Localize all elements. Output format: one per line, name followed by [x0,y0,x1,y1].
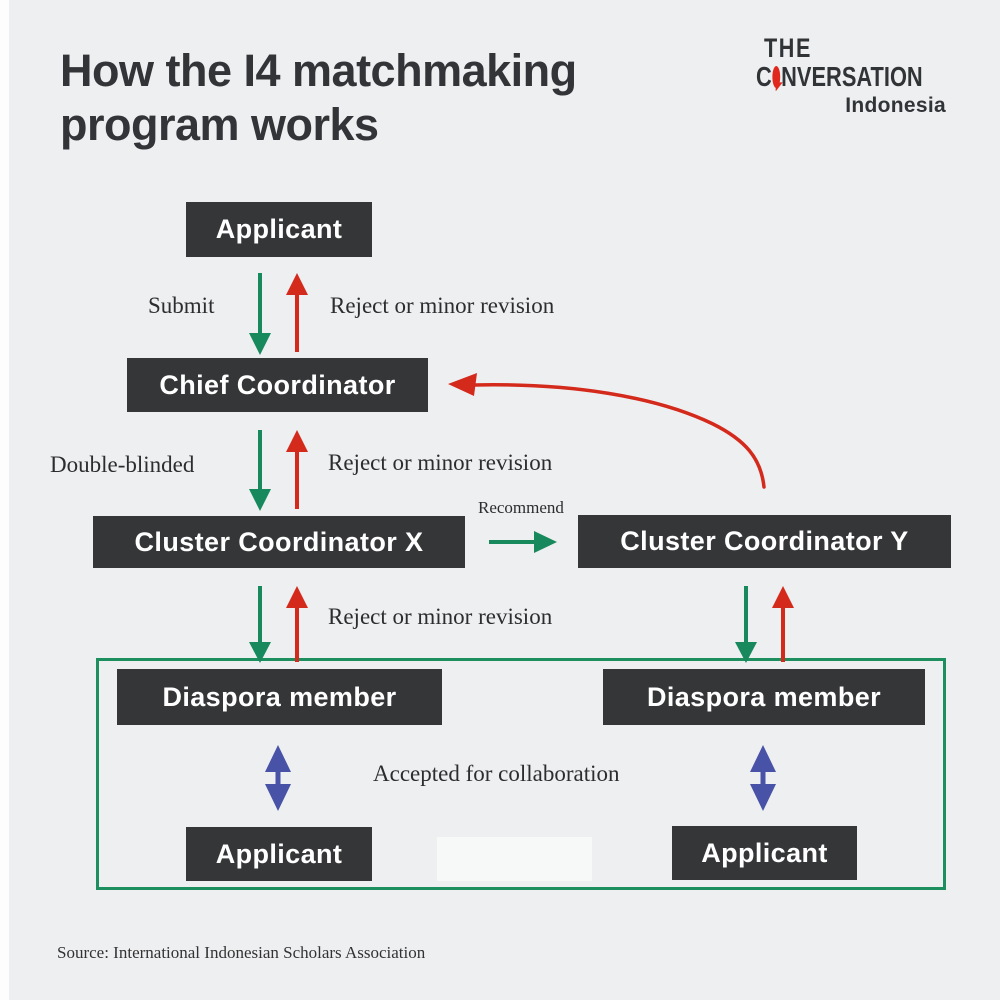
title-line2: program works [60,99,379,150]
reject-up-arrow-icon-4 [772,586,794,662]
node-diaspora-member-right: Diaspora member [603,669,925,725]
node-applicant-top: Applicant [186,202,372,257]
cluster-x-down-arrow-icon [249,586,271,663]
logo-region: Indonesia [845,94,946,118]
node-cluster-coordinator-y: Cluster Coordinator Y [578,515,951,568]
double-blinded-down-arrow-icon [249,430,271,511]
node-applicant-bottom-right: Applicant [672,826,857,880]
logo-conversation: C NVERSATION [756,60,923,92]
reject-up-arrow-icon-3 [286,586,308,662]
left-edge-strip [0,0,9,1000]
source-credit: Source: International Indonesian Scholar… [57,943,426,962]
reject-label-2: Reject or minor revision [328,450,553,475]
reject-label-1: Reject or minor revision [330,293,555,318]
speech-bubble-o-icon [772,66,781,89]
logo-conv-post: NVERSATION [781,60,923,92]
logo-the: THE [764,33,812,63]
page-title: How the I4 matchmaking program works [60,44,577,152]
node-cluster-coordinator-x: Cluster Coordinator X [93,516,465,568]
reject-up-arrow-icon-2 [286,430,308,509]
recommend-right-arrow-icon [489,531,557,553]
double-blinded-label: Double-blinded [50,452,195,477]
blank-patch [437,837,592,881]
submit-label: Submit [148,293,215,318]
reject-label-3: Reject or minor revision [328,604,553,629]
cluster-y-down-arrow-icon [735,586,757,663]
recommend-label: Recommend [478,498,564,517]
collaboration-outline-box [96,658,946,890]
accepted-for-collaboration-label: Accepted for collaboration [373,761,620,786]
reject-up-arrow-icon-1 [286,273,308,352]
logo-conv-pre: C [756,60,772,92]
node-applicant-bottom-left: Applicant [186,827,372,881]
publisher-logo: THE C NVERSATION Indonesia [756,33,946,118]
node-chief-coordinator: Chief Coordinator [127,358,428,412]
node-diaspora-member-left: Diaspora member [117,669,442,725]
submit-down-arrow-icon [249,273,271,355]
title-line1: How the I4 matchmaking [60,45,577,96]
